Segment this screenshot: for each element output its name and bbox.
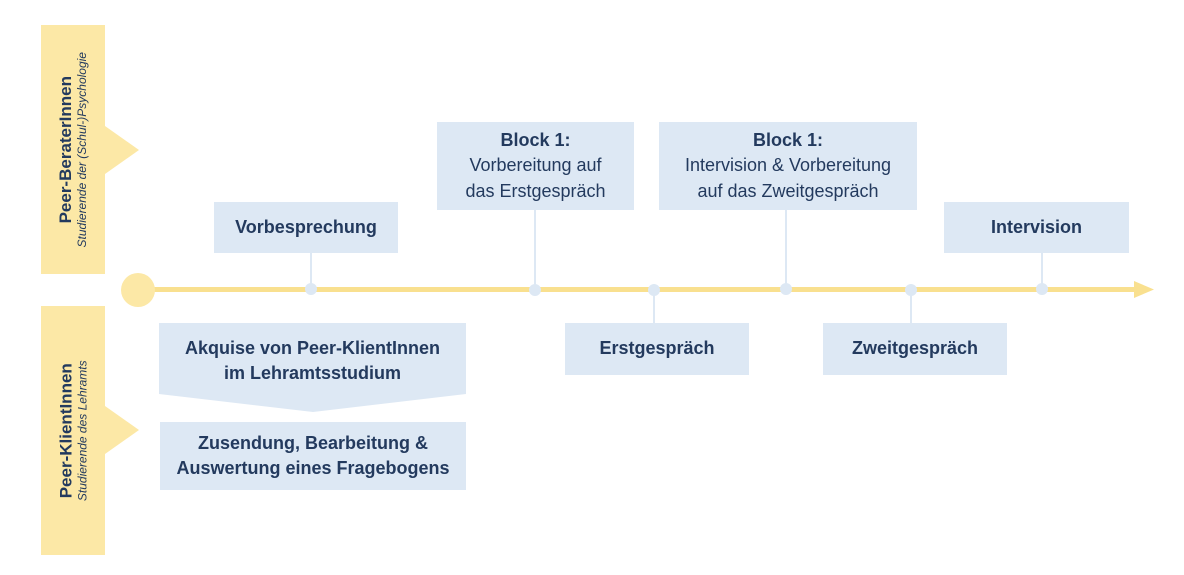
- lane-peer-berater-title: Peer-BeraterInnen: [56, 75, 76, 224]
- step-zweitgespraech-label: Zweitgespräch: [851, 338, 979, 359]
- timeline-arrowhead: [1134, 281, 1154, 298]
- timeline-dot-vorbesprechung: [305, 283, 317, 295]
- timeline-start-dot: [121, 273, 155, 307]
- lane-peer-berater-subtitle: Studierende der (Schul-)Psychologie: [75, 51, 90, 248]
- step-zusendung-line2: Auswertung eines Fragebogens: [176, 458, 450, 478]
- timeline-dot-erstgespraech: [648, 284, 660, 296]
- lane-peer-klienten-title: Peer-KlientInnen: [56, 362, 76, 499]
- timeline-dot-intervision: [1036, 283, 1048, 295]
- timeline-dot-zweitgespraech: [905, 284, 917, 296]
- step-zusendung: Zusendung, Bearbeitung & Auswertung eine…: [160, 422, 466, 490]
- step-block1-erstgespraech-prep: Block 1: Vorbereitung auf das Erstgesprä…: [437, 122, 634, 210]
- lane-peer-berater: Peer-BeraterInnen Studierende der (Schul…: [41, 25, 105, 274]
- step-akquise-line2: im Lehramtsstudium: [223, 363, 402, 384]
- lane-peer-klienten-text: Peer-KlientInnen Studierende des Lehramt…: [56, 360, 89, 501]
- step-block1a-line2: das Erstgespräch: [465, 180, 606, 201]
- lane-peer-klienten: Peer-KlientInnen Studierende des Lehramt…: [41, 306, 105, 555]
- lane-peer-berater-arrow: [105, 126, 139, 174]
- step-akquise-text: Akquise von Peer-KlientInnen im Lehramts…: [159, 336, 466, 386]
- lane-peer-klienten-subtitle: Studierende des Lehramts: [75, 360, 90, 501]
- step-block1a-title: Block 1:: [500, 130, 571, 151]
- step-akquise: Akquise von Peer-KlientInnen im Lehramts…: [159, 323, 466, 412]
- step-block1a-line1: Vorbereitung auf: [469, 155, 602, 176]
- timeline-dot-block1a: [529, 284, 541, 296]
- timeline-dot-block1b: [780, 283, 792, 295]
- lane-peer-berater-text: Peer-BeraterInnen Studierende der (Schul…: [56, 52, 89, 247]
- timeline-line: [138, 287, 1136, 292]
- step-vorbesprechung-label: Vorbesprechung: [235, 216, 377, 237]
- lane-peer-klienten-arrow: [105, 406, 139, 454]
- step-block1b-line2: auf das Zweitgespräch: [697, 180, 879, 201]
- step-intervision-label: Intervision: [990, 216, 1083, 237]
- step-akquise-line1: Akquise von Peer-KlientInnen: [184, 338, 441, 358]
- step-zweitgespraech: Zweitgespräch: [823, 323, 1007, 375]
- step-zusendung-line1: Zusendung, Bearbeitung &: [197, 432, 428, 453]
- step-erstgespraech-label: Erstgespräch: [599, 338, 715, 359]
- step-vorbesprechung: Vorbesprechung: [214, 202, 398, 253]
- step-block1b-title: Block 1:: [752, 130, 824, 151]
- step-intervision: Intervision: [944, 202, 1129, 253]
- step-block1-zweitgespraech-prep: Block 1: Intervision & Vorbereitung auf …: [659, 122, 917, 210]
- step-block1b-line1: Intervision & Vorbereitung: [684, 155, 892, 176]
- step-akquise-shape: [159, 323, 466, 412]
- step-erstgespraech: Erstgespräch: [565, 323, 749, 375]
